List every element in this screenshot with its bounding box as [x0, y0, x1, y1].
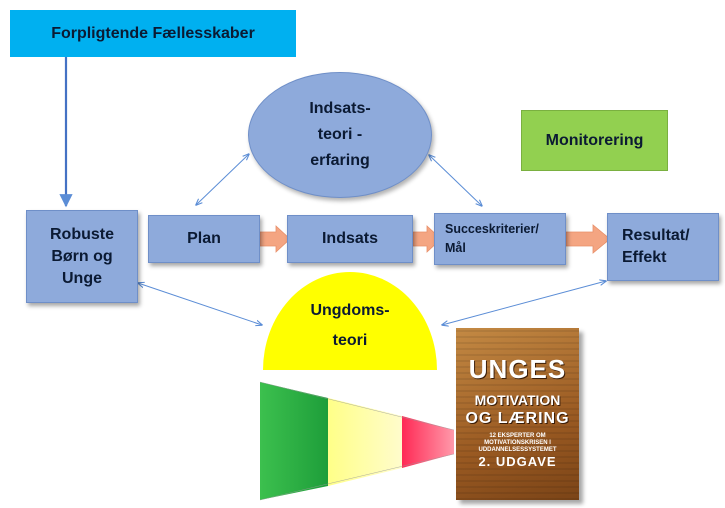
funnel-graphic [259, 381, 455, 501]
robuste-line-2: Børn og [51, 247, 113, 265]
funnel-green-segment [260, 382, 328, 500]
indsats-label: Indsats [321, 230, 378, 247]
book-title-line-3: OG LÆRING [465, 410, 570, 427]
book-cover-image: UNGES MOTIVATION OG LÆRING 12 EKSPERTER … [456, 328, 579, 500]
succes-box: Succeskriterier/ Mål [434, 213, 566, 265]
robuste-line-1: Robuste [50, 225, 114, 243]
indsatsteori-line-1: Indsats- [309, 100, 371, 117]
succes-resultat-arrow [565, 224, 611, 254]
indsatsteori-ellipse: Indsats- teori - erfaring [248, 72, 432, 198]
funnel-yellow-segment [328, 398, 402, 486]
plan-ellipse-connector [196, 154, 249, 205]
resultat-box: Resultat/ Effekt [607, 213, 719, 281]
indsats-box: Indsats [287, 215, 413, 263]
robuste-dome-connector [138, 283, 262, 325]
funnel-red-segment [402, 416, 454, 468]
ungdomsteori-line-1: Ungdoms- [310, 302, 390, 319]
ungdomsteori-line-2: teori [332, 332, 368, 349]
title-box-label: Forpligtende Fællesskaber [51, 24, 255, 42]
book-title: UNGES [468, 354, 567, 384]
robuste-line-3: Unge [62, 269, 102, 287]
succes-line-1: Succeskriterier/ [445, 222, 539, 236]
indsatsteori-line-2: teori - [317, 126, 363, 143]
resultat-line-1: Resultat/ [622, 227, 690, 244]
motivation-funnel-image [256, 360, 456, 503]
plan-label: Plan [187, 230, 221, 247]
title-box: Forpligtende Fællesskaber [10, 10, 296, 57]
succes-line-2: Mål [445, 241, 466, 255]
robuste-box: Robuste Børn og Unge [26, 210, 138, 303]
book-subtitle: 12 EKSPERTER OM MOTIVATIONSKRISEN I UDDA… [478, 433, 557, 453]
book-edition: 2. UDGAVE [478, 454, 557, 469]
resultat-line-2: Effekt [622, 249, 667, 266]
ellipse-succes-connector [429, 155, 482, 206]
indsatsteori-line-3: erfaring [310, 152, 370, 169]
monitorering-box: Monitorering [521, 110, 668, 171]
dome-resultat-connector [442, 281, 606, 325]
plan-indsats-arrow [259, 225, 291, 253]
plan-box: Plan [148, 215, 260, 263]
monitorering-label: Monitorering [545, 131, 644, 149]
book-title-line-2: MOTIVATION [474, 392, 561, 408]
